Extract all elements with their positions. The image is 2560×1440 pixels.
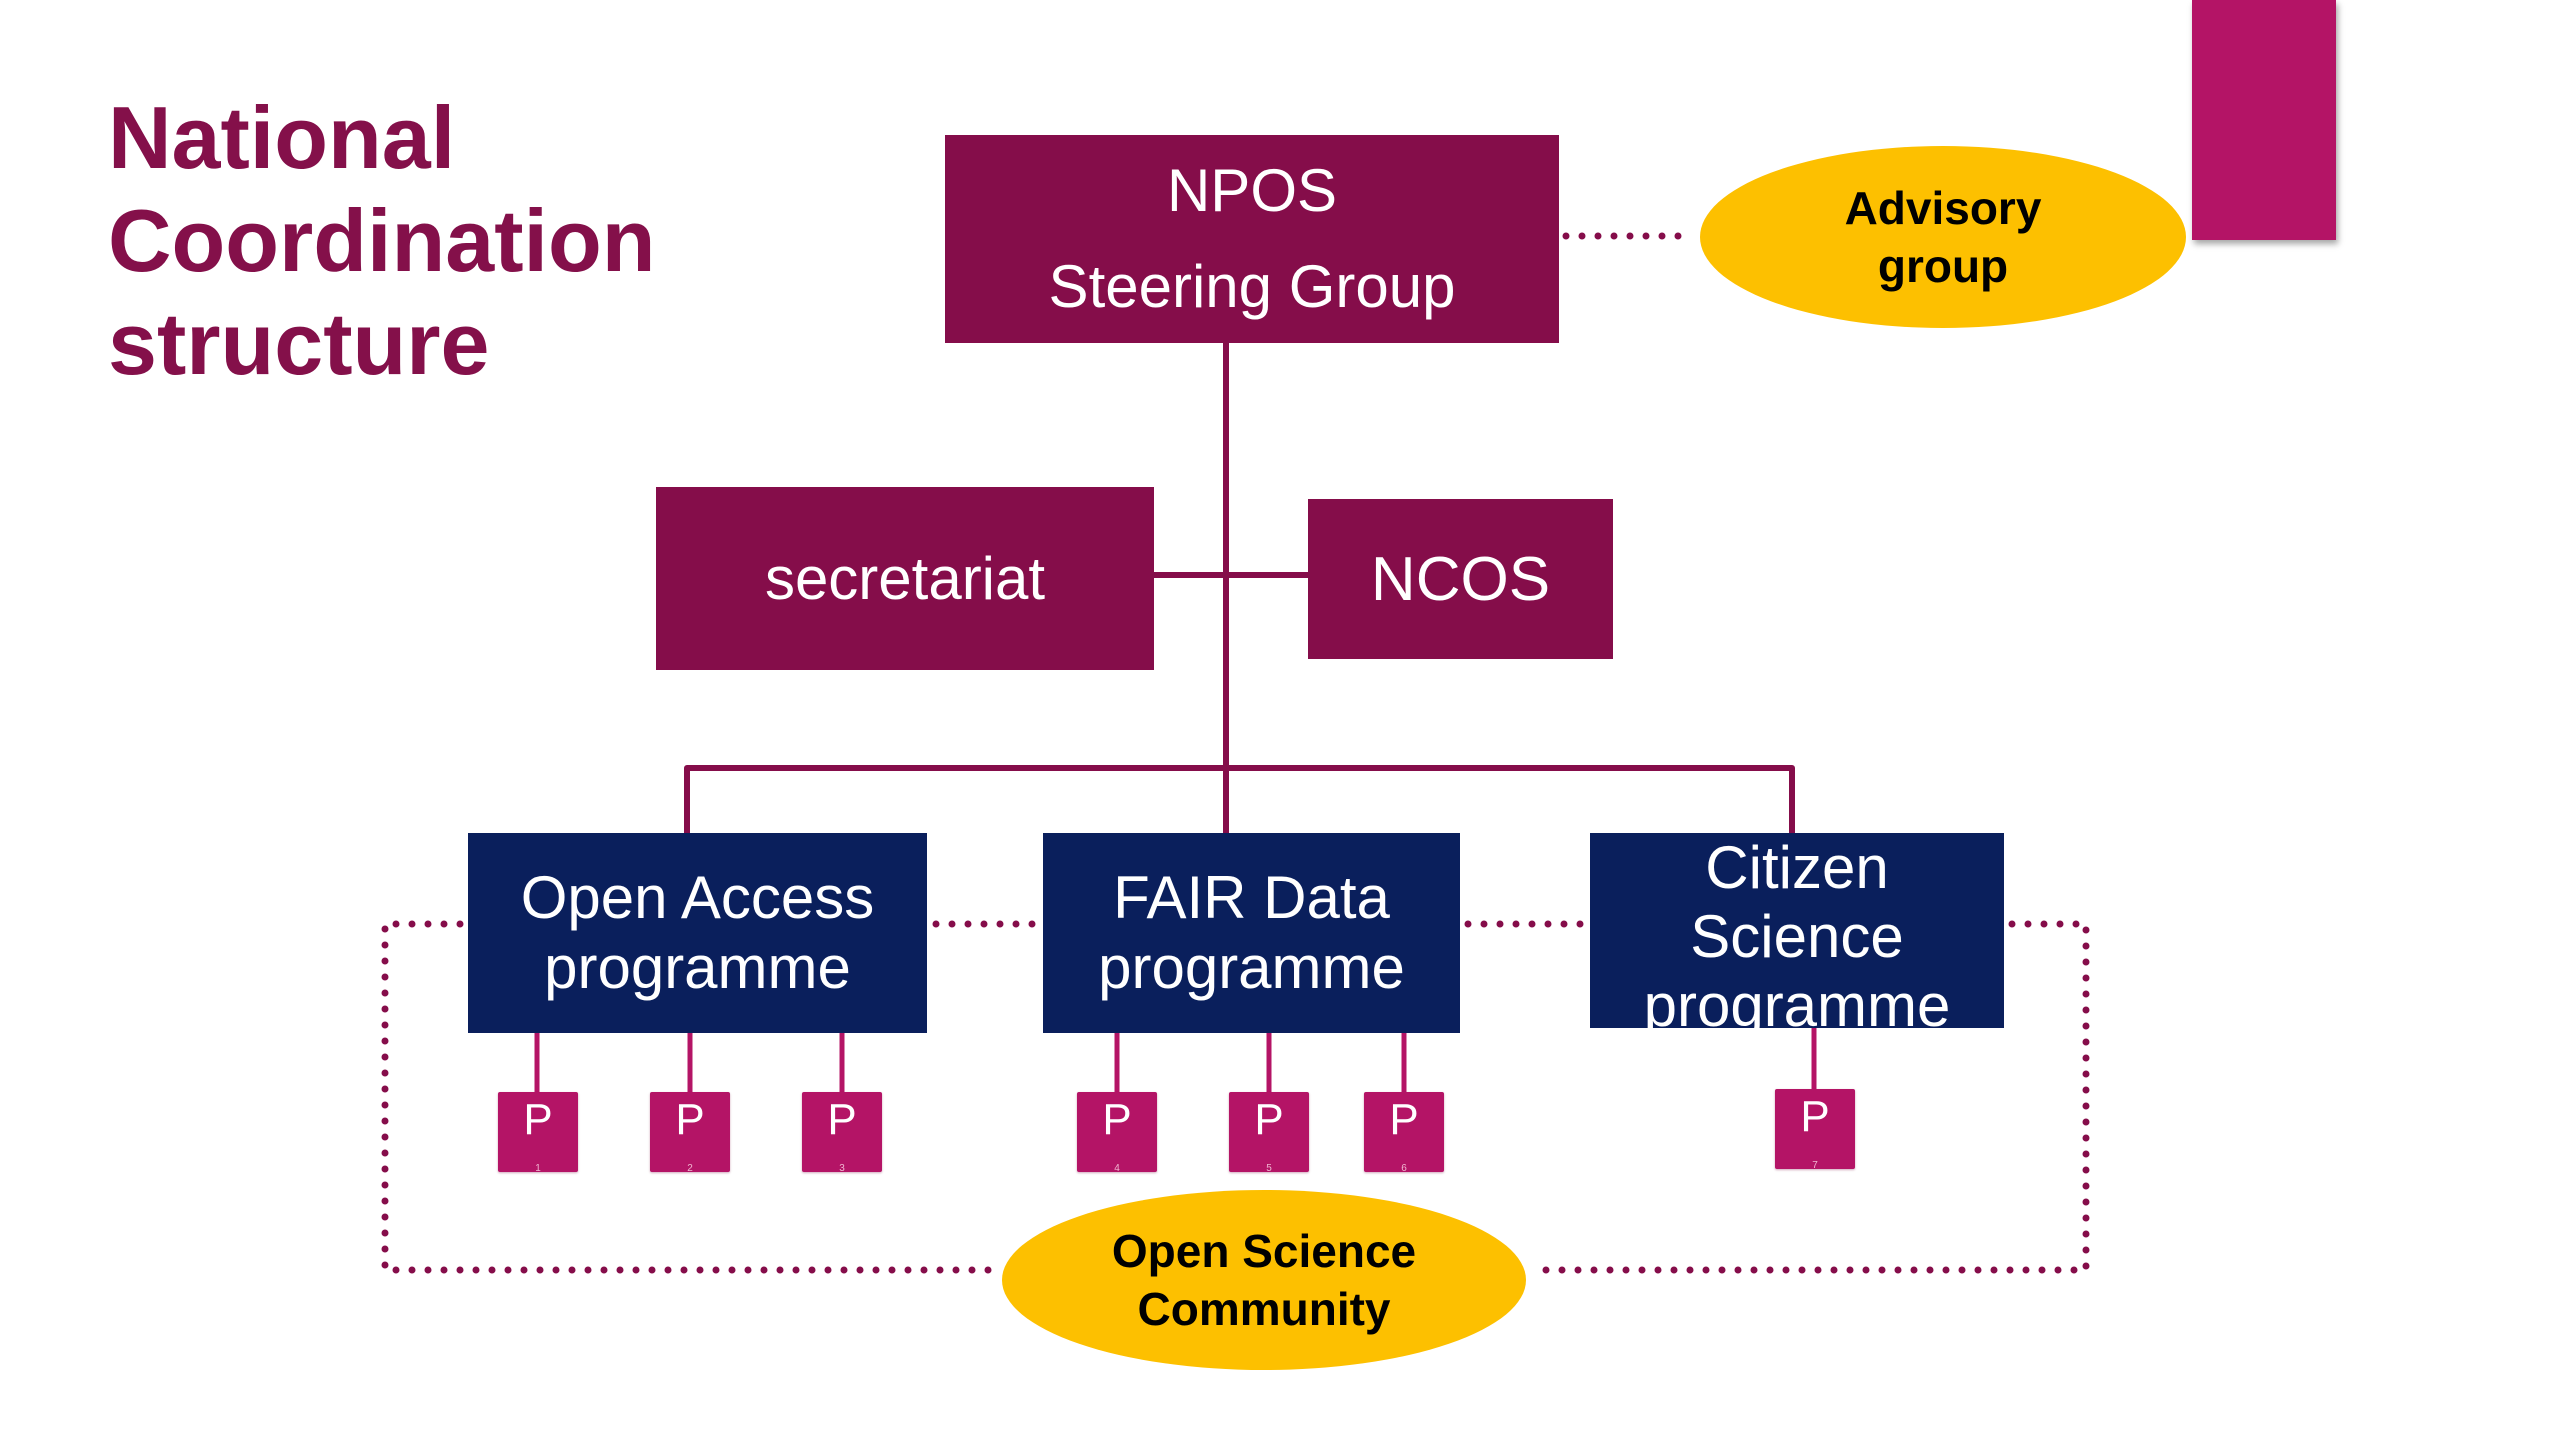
project-letter: P <box>1800 1092 1830 1141</box>
steering-group-box: NPOS Steering Group <box>945 135 1559 343</box>
project-box: P 4 <box>1077 1092 1157 1174</box>
project-box: P 6 <box>1364 1092 1444 1174</box>
project-number: 1 <box>535 1163 541 1174</box>
connector-programmes-bar <box>684 765 1795 834</box>
title-line: structure <box>108 294 490 393</box>
ncos-box: NCOS <box>1308 499 1613 659</box>
project-number: 3 <box>839 1163 845 1174</box>
title-line: Coordination <box>108 191 656 290</box>
title-line: National <box>108 88 456 187</box>
project-letter: P <box>1102 1095 1132 1144</box>
project-number: 5 <box>1266 1163 1272 1174</box>
project-box: P 1 <box>498 1092 578 1174</box>
community-line2: Community <box>1137 1283 1391 1335</box>
advisory-group-line2: group <box>1877 240 2009 292</box>
steering-group-line1: NPOS <box>1166 157 1338 224</box>
community-line1: Open Science <box>1111 1225 1417 1277</box>
programme-label: programme <box>544 934 851 1001</box>
programme-label: FAIR Data <box>1113 864 1390 931</box>
project-letter: P <box>523 1095 553 1144</box>
project-number: 4 <box>1114 1163 1120 1174</box>
advisory-group-line1: Advisory <box>1844 182 2042 234</box>
project-letter: P <box>827 1095 857 1144</box>
advisory-group-ellipse: Advisory group <box>1700 146 2186 328</box>
programme-label: Citizen <box>1705 834 1889 901</box>
project-number: 7 <box>1812 1160 1818 1171</box>
project-number: 2 <box>687 1163 693 1174</box>
programme-citizen-science: Citizen Science programme <box>1590 833 2004 1028</box>
project-letter: P <box>1389 1095 1419 1144</box>
project-box: P 5 <box>1229 1092 1309 1174</box>
programme-label: Open Access <box>520 864 875 931</box>
programme-label: Science <box>1690 903 1904 970</box>
project-number: 6 <box>1401 1163 1407 1174</box>
page-title: National Coordination structure <box>108 86 655 395</box>
project-box: P 7 <box>1775 1089 1855 1171</box>
project-letter: P <box>675 1095 705 1144</box>
programme-fair-data: FAIR Data programme <box>1043 833 1460 1033</box>
project-box: P 3 <box>802 1092 882 1174</box>
project-box: P 2 <box>650 1092 730 1174</box>
secretariat-label: secretariat <box>764 545 1046 612</box>
decorative-corner-block <box>2192 0 2336 240</box>
programme-open-access: Open Access programme <box>468 833 927 1033</box>
project-letter: P <box>1254 1095 1284 1144</box>
secretariat-box: secretariat <box>656 487 1154 670</box>
steering-group-line2: Steering Group <box>1048 253 1456 320</box>
programme-label: programme <box>1098 934 1405 1001</box>
open-science-community-ellipse: Open Science Community <box>1002 1190 1526 1370</box>
ncos-label: NCOS <box>1370 544 1551 614</box>
programme-label: programme <box>1643 972 1951 1028</box>
